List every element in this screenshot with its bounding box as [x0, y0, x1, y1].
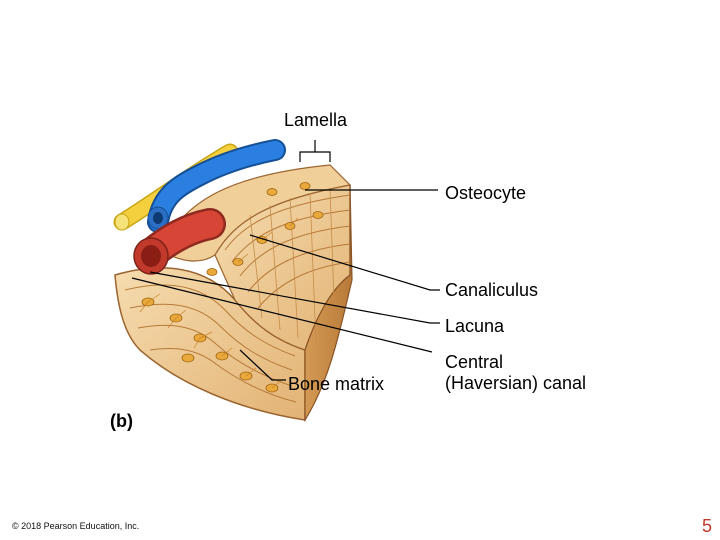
- side-columns: [249, 188, 335, 346]
- central-canal-leader: [131, 277, 433, 353]
- concentric-lamellae: [124, 284, 297, 403]
- panel-label: (b): [110, 411, 133, 431]
- label-osteocyte: Osteocyte: [445, 183, 527, 203]
- label-lacuna: Lacuna: [445, 316, 505, 336]
- osteocyte-cell: [266, 188, 278, 196]
- osteocyte-cell: [206, 268, 218, 276]
- label-bone-matrix: Bone matrix: [288, 374, 385, 394]
- canaliculus-leader: [249, 234, 440, 291]
- lacuna-leader: [149, 271, 440, 324]
- label-central-canal: Central (Haversian) canal: [445, 352, 587, 393]
- osteocyte-cell: [181, 353, 195, 363]
- central-canal-vessels: [113, 139, 286, 275]
- label-canaliculus: Canaliculus: [445, 280, 539, 300]
- copyright-notice: © 2018 Pearson Education, Inc.: [12, 521, 140, 531]
- label-lamella: Lamella: [284, 110, 348, 130]
- lamella-bracket: [299, 140, 331, 162]
- leader-lines: [131, 140, 440, 381]
- osteocyte-cell: [299, 182, 311, 190]
- osteocyte-cell: [312, 211, 324, 219]
- page-number: 5: [702, 516, 713, 536]
- bone-matrix-leader: [239, 349, 286, 381]
- bone-wedge: [114, 164, 353, 423]
- canaliculi: [139, 217, 299, 389]
